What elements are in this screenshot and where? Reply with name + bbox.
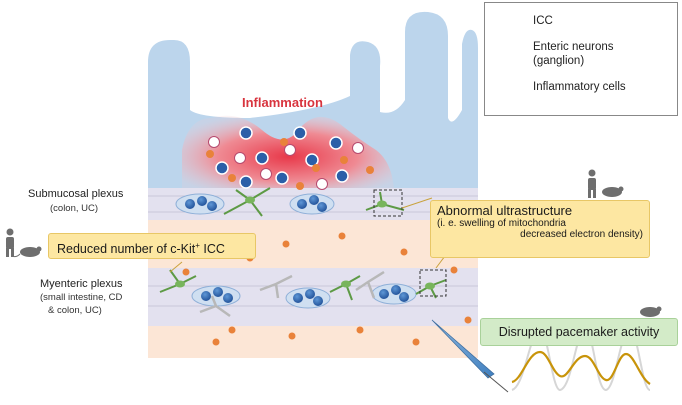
mouse-icon-pacemaker: [640, 306, 662, 317]
submucosal-title: Submucosal plexus: [28, 188, 124, 200]
inflammation-label: Inflammation: [242, 95, 323, 110]
reduced-icc-text-end: ICC: [199, 242, 225, 257]
abnormal-ultrastructure-callout: Abnormal ultrastructure (i. e. swelling …: [430, 200, 650, 258]
neuron-clusters-submucosal: [175, 193, 335, 215]
ultrastructure-zoom-box-1: [373, 189, 403, 217]
submucosal-sub: (colon, UC): [50, 203, 99, 214]
myenteric-sub-2: & colon, UC): [48, 305, 102, 316]
human-figure-icon-right: [588, 169, 596, 198]
disrupted-text: Disrupted pacemaker activity: [498, 325, 660, 339]
legend-inflammatory-label: Inflammatory cells: [533, 81, 626, 93]
damaged-icc-cells: [199, 270, 385, 318]
abnormal-line-1: (i. e. swelling of mitochondria: [437, 218, 566, 229]
neuron-clusters-myenteric: [191, 283, 417, 309]
legend-enteric-label: Enteric neurons: [533, 41, 614, 53]
electrode-probe: [431, 319, 495, 379]
myenteric-sub-1: (small intestine, CD: [40, 292, 123, 303]
reduced-icc-sup: +: [195, 241, 200, 250]
reduced-icc-text: Reduced number of c-Kit: [57, 242, 196, 257]
mouse-icon: [11, 246, 42, 258]
abnormal-line-2: decreased electron density): [520, 229, 643, 240]
icc-cell-bodies: [175, 196, 435, 290]
legend: ICC Enteric neurons (ganglion) Inflammat…: [484, 2, 678, 116]
myenteric-title: Myenteric plexus: [40, 278, 123, 290]
human-figure-icon: [6, 228, 14, 257]
ultrastructure-zoom-box-2: [419, 269, 447, 297]
legend-enteric-sub: (ganglion): [533, 55, 585, 67]
mouse-icon-right: [602, 186, 624, 197]
disrupted-pacemaker-callout: Disrupted pacemaker activity: [480, 318, 678, 346]
reduced-icc-callout: Reduced number of c-Kit+ ICC: [48, 233, 256, 259]
legend-icc-label: ICC: [533, 15, 553, 27]
inflammatory-cells-mucosa: [206, 126, 374, 190]
abnormal-title: Abnormal ultrastructure: [437, 203, 573, 218]
